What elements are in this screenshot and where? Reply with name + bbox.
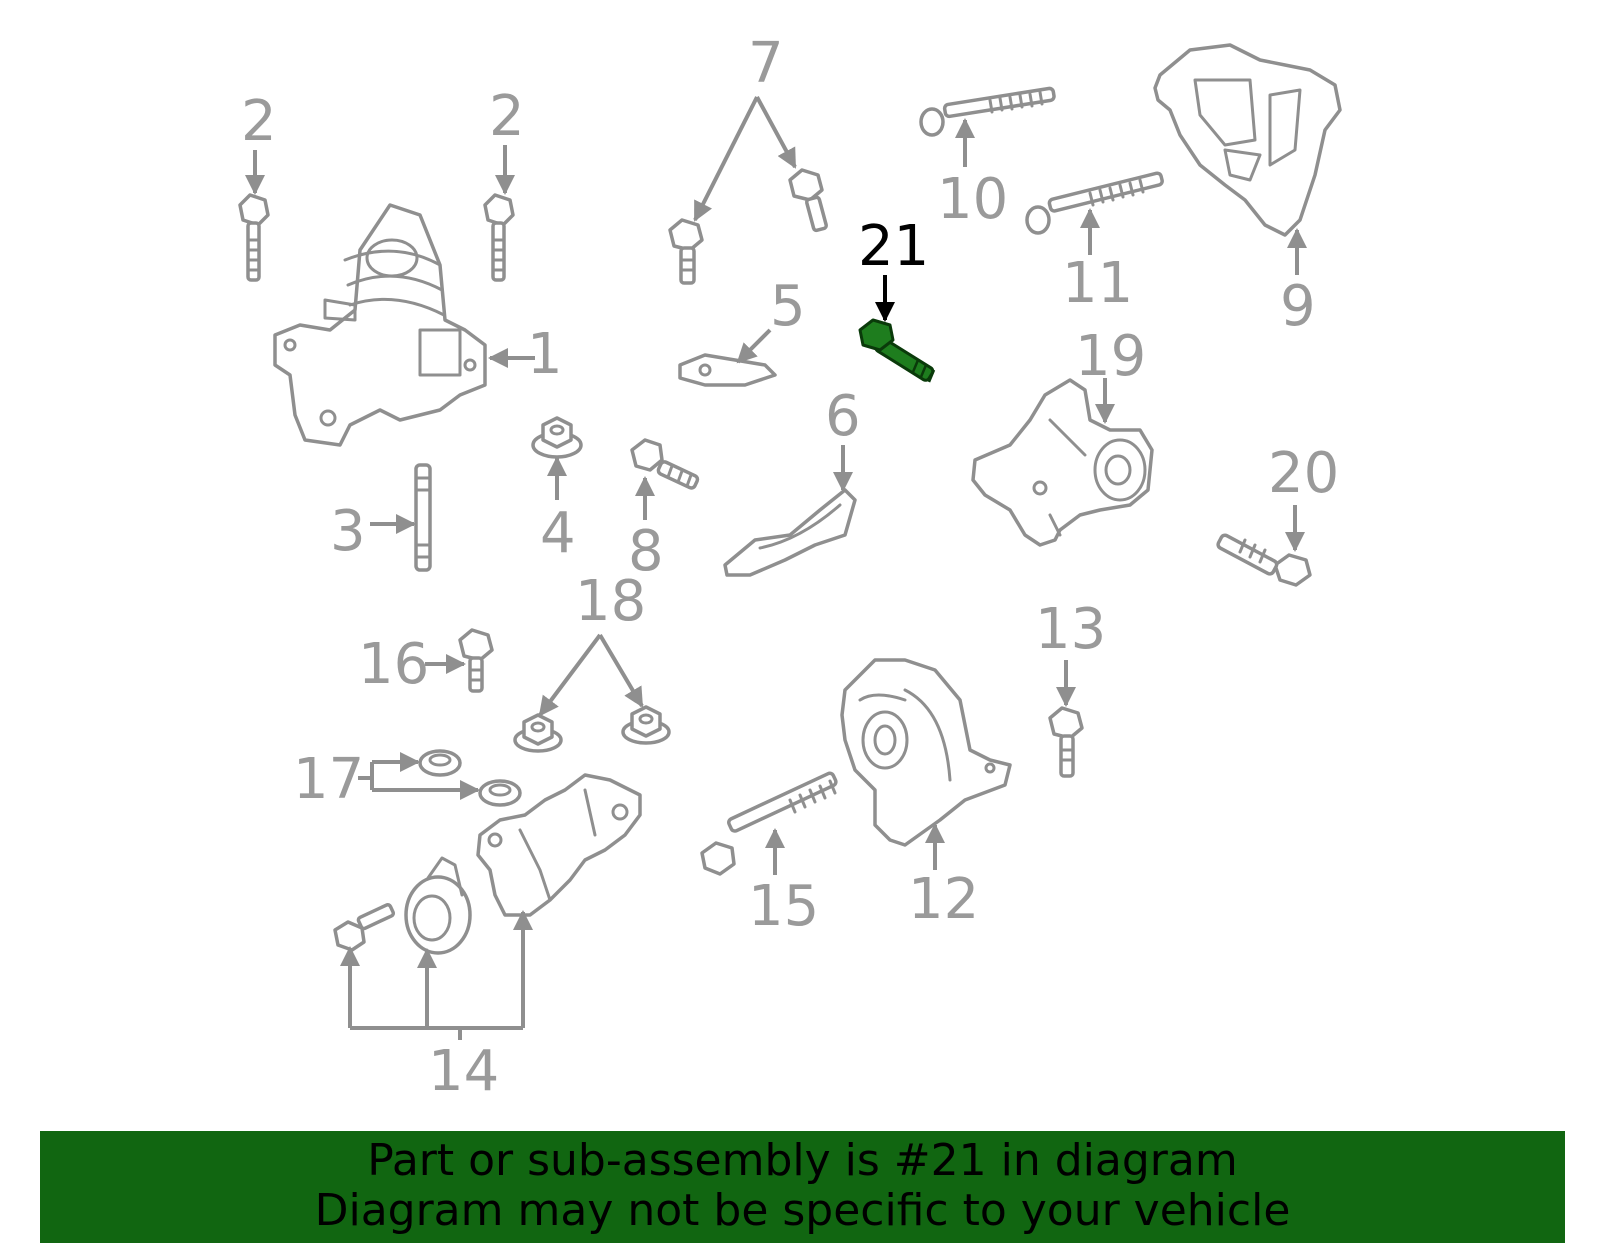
part-8-bolt[interactable] xyxy=(630,438,700,490)
callout-21-highlighted: 21 xyxy=(858,214,929,279)
part-11-bolt[interactable] xyxy=(1025,171,1164,235)
part-21-bolt-highlighted[interactable] xyxy=(858,318,936,383)
part-14-bracket[interactable] xyxy=(476,773,642,917)
part-7-bolt-left[interactable] xyxy=(668,218,704,285)
part-6-stay[interactable] xyxy=(723,488,857,577)
callout-15: 15 xyxy=(748,874,819,939)
callout-16: 16 xyxy=(358,632,429,697)
callout-10: 10 xyxy=(937,167,1008,232)
callout-1: 1 xyxy=(527,322,563,387)
info-banner: Part or sub-assembly is #21 in diagram D… xyxy=(40,1131,1565,1243)
part-18-nut-left[interactable] xyxy=(513,713,563,753)
part-10-bolt[interactable] xyxy=(919,86,1056,137)
part-17-washer-bottom[interactable] xyxy=(478,779,522,807)
part-13-bolt[interactable] xyxy=(1048,706,1084,778)
callout-2-right: 2 xyxy=(489,84,525,149)
callout-20: 20 xyxy=(1268,441,1339,506)
banner-line-1: Part or sub-assembly is #21 in diagram xyxy=(367,1135,1238,1186)
callout-11: 11 xyxy=(1062,251,1133,316)
part-3-stud[interactable] xyxy=(414,463,432,572)
callout-12: 12 xyxy=(908,867,979,932)
part-9-bracket[interactable] xyxy=(1153,43,1342,237)
part-18-nut-right[interactable] xyxy=(621,705,671,745)
callout-3: 3 xyxy=(330,499,366,564)
part-19-mount[interactable] xyxy=(971,378,1154,547)
callout-5: 5 xyxy=(770,274,806,339)
part-14-bushing[interactable] xyxy=(404,856,472,955)
part-15-bolt[interactable] xyxy=(700,771,838,876)
callout-13: 13 xyxy=(1035,597,1106,662)
callout-18: 18 xyxy=(575,569,646,634)
part-20-bolt[interactable] xyxy=(1216,533,1312,587)
callout-17: 17 xyxy=(293,747,364,812)
part-17-washer-top[interactable] xyxy=(418,749,462,777)
callout-2-left: 2 xyxy=(241,89,277,154)
part-7-bolt-right[interactable] xyxy=(788,168,828,233)
part-2-bolt-right[interactable] xyxy=(483,193,515,282)
leader-lines xyxy=(245,96,1307,1040)
callout-labels: 1 2 2 3 4 5 6 7 8 9 10 11 12 13 14 15 16… xyxy=(241,31,1339,1104)
callout-7: 7 xyxy=(748,31,784,96)
callout-4: 4 xyxy=(540,501,576,566)
part-16-bolt[interactable] xyxy=(458,628,494,693)
callout-9: 9 xyxy=(1280,274,1316,339)
banner-line-2: Diagram may not be specific to your vehi… xyxy=(314,1185,1291,1236)
part-12-transmission-mount[interactable] xyxy=(840,658,1012,847)
part-2-bolt-left[interactable] xyxy=(238,193,270,282)
callout-19: 19 xyxy=(1075,324,1146,389)
part-4-nut[interactable] xyxy=(531,416,583,459)
callout-14: 14 xyxy=(428,1039,499,1104)
part-14-bolt[interactable] xyxy=(333,903,396,952)
callout-6: 6 xyxy=(825,384,861,449)
part-1-engine-mount[interactable] xyxy=(273,203,487,447)
part-5-bracket[interactable] xyxy=(678,353,777,387)
callout-8: 8 xyxy=(628,519,664,584)
